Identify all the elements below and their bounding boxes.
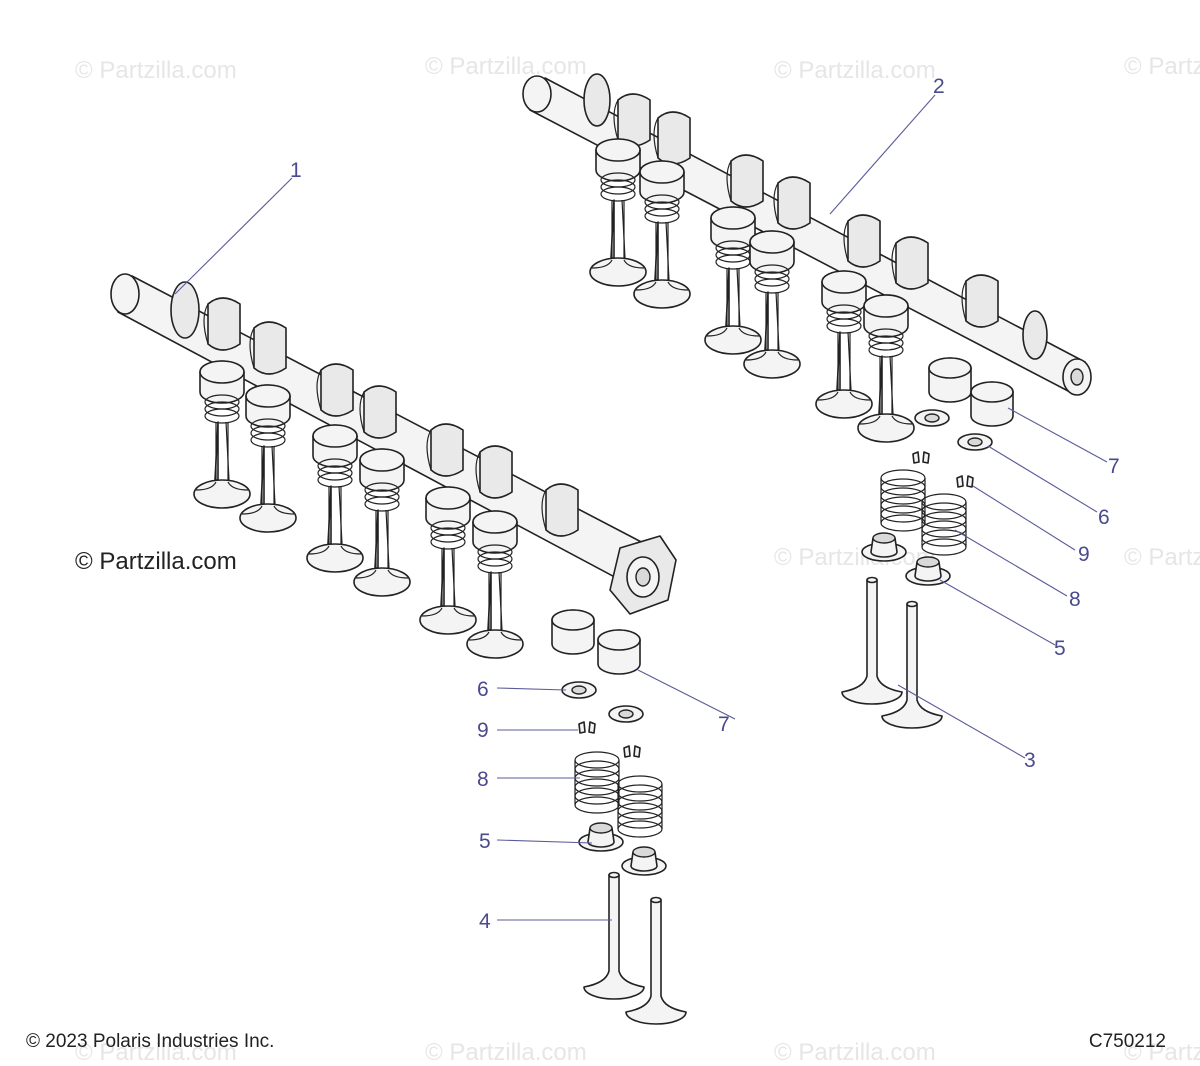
drawing-code: C750212: [1088, 1031, 1166, 1052]
callout-9: 9: [477, 719, 489, 742]
callout-2: 2: [933, 75, 945, 98]
partzilla-credit: © Partzilla.com: [75, 548, 237, 575]
callout-labels: 1 2 3 4 5 5 6 6 7 7 8 8 9 9: [290, 75, 1120, 933]
exhaust-camshaft: [522, 73, 1092, 396]
callout-6: 6: [477, 678, 489, 701]
intake-exploded-parts: [551, 609, 687, 1025]
callout-9: 9: [1078, 543, 1090, 566]
callout-5: 5: [479, 830, 491, 853]
callout-5: 5: [1054, 637, 1066, 660]
callout-4: 4: [479, 910, 491, 933]
watermark-text: © Partzilla.com: [1124, 544, 1200, 571]
exhaust-exploded-parts: [841, 357, 1014, 729]
watermark-text: © Partzilla.com: [774, 57, 936, 84]
callout-3: 3: [1024, 749, 1036, 772]
watermark-text: © Partzilla.com: [1124, 1039, 1200, 1066]
watermark-text: © Partzilla.com: [774, 544, 936, 571]
callout-7: 7: [1108, 455, 1120, 478]
callout-leaders: [174, 94, 1108, 921]
watermark-layer: © Partzilla.com © Partzilla.com © Partzi…: [75, 53, 1200, 1066]
callout-8: 8: [477, 768, 489, 791]
callout-1: 1: [290, 159, 302, 182]
watermark-text: © Partzilla.com: [425, 53, 587, 80]
copyright-notice: © 2023 Polaris Industries Inc.: [26, 1031, 275, 1052]
callout-8: 8: [1069, 588, 1081, 611]
watermark-text: © Partzilla.com: [1124, 53, 1200, 80]
watermark-text: © Partzilla.com: [425, 1039, 587, 1066]
watermark-text: © Partzilla.com: [75, 1039, 237, 1066]
intake-camshaft: [110, 273, 677, 615]
callout-7: 7: [718, 713, 730, 736]
watermark-text: © Partzilla.com: [774, 1039, 936, 1066]
watermark-text: © Partzilla.com: [75, 57, 237, 84]
callout-6: 6: [1098, 506, 1110, 529]
